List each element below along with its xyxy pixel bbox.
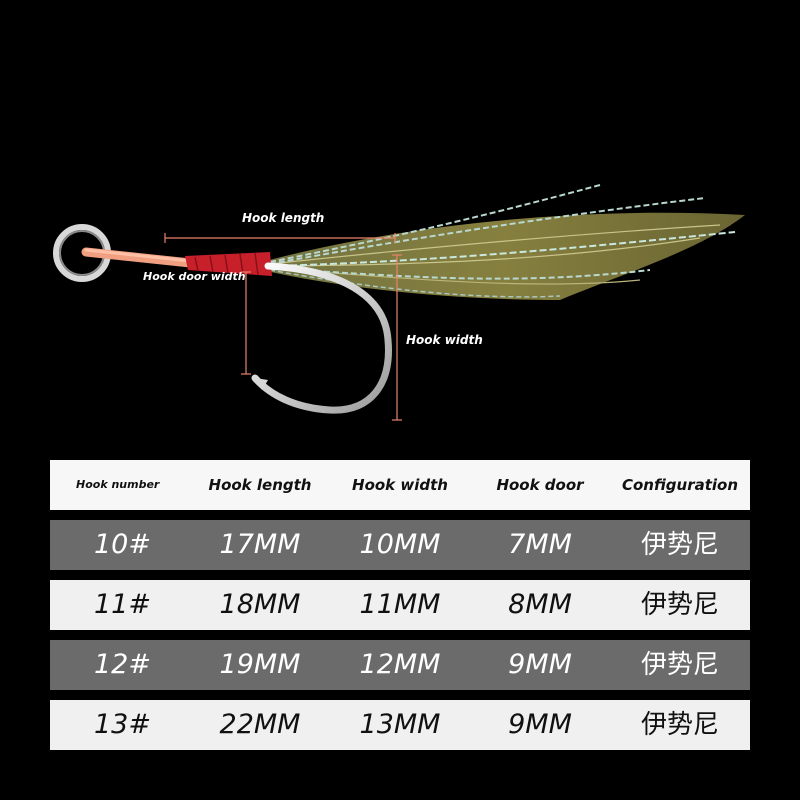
header-configuration: Configuration xyxy=(621,476,739,494)
header-hook-width: Hook width xyxy=(352,476,448,494)
hook-illustration xyxy=(53,184,745,421)
hook-length-label: Hook length xyxy=(242,211,325,225)
header-hook-length: Hook length xyxy=(208,476,312,494)
table-row: 13# 22MM 13MM 9MM 伊势尼 xyxy=(50,700,750,750)
configuration-cell: 伊势尼 xyxy=(640,590,719,620)
configuration-cell: 伊势尼 xyxy=(640,710,719,740)
hook-width-label: Hook width xyxy=(406,333,483,347)
hook-length-dimension xyxy=(164,233,396,243)
hook-number-cell: 10# xyxy=(94,529,151,560)
hook-length-cell: 22MM xyxy=(219,709,301,740)
hook-door-cell: 9MM xyxy=(508,709,572,740)
hook-width-cell: 12MM xyxy=(359,649,441,680)
table-row: 10# 17MM 10MM 7MM 伊势尼 xyxy=(50,520,750,570)
hook-door-cell: 9MM xyxy=(508,649,572,680)
hook-width-cell: 10MM xyxy=(359,529,441,560)
hook-number-cell: 11# xyxy=(94,589,151,620)
hook-length-cell: 17MM xyxy=(219,529,301,560)
assist-cord xyxy=(81,247,205,269)
hook-length-cell: 19MM xyxy=(219,649,301,680)
hook-door-dimension xyxy=(241,271,251,375)
hook-width-dimension xyxy=(392,254,402,421)
hook-door-cell: 8MM xyxy=(508,589,572,620)
header-hook-number: Hook number xyxy=(76,478,160,491)
feather-tail xyxy=(262,184,745,300)
hook-width-cell: 11MM xyxy=(359,589,441,620)
hook-door-width-label: Hook door width xyxy=(143,270,246,283)
hook-length-cell: 18MM xyxy=(219,589,301,620)
table-header-row: Hook number Hook length Hook width Hook … xyxy=(50,460,750,510)
table-row: 12# 19MM 12MM 9MM 伊势尼 xyxy=(50,640,750,690)
configuration-cell: 伊势尼 xyxy=(640,650,719,680)
configuration-cell: 伊势尼 xyxy=(640,530,719,560)
table-row: 11# 18MM 11MM 8MM 伊势尼 xyxy=(50,580,750,630)
header-hook-door: Hook door xyxy=(496,476,584,494)
thread-wrap xyxy=(185,252,272,276)
hook-number-cell: 13# xyxy=(94,709,151,740)
hook-width-cell: 13MM xyxy=(359,709,441,740)
hook xyxy=(251,262,392,414)
hook-door-cell: 7MM xyxy=(508,529,572,560)
hook-number-cell: 12# xyxy=(94,649,151,680)
